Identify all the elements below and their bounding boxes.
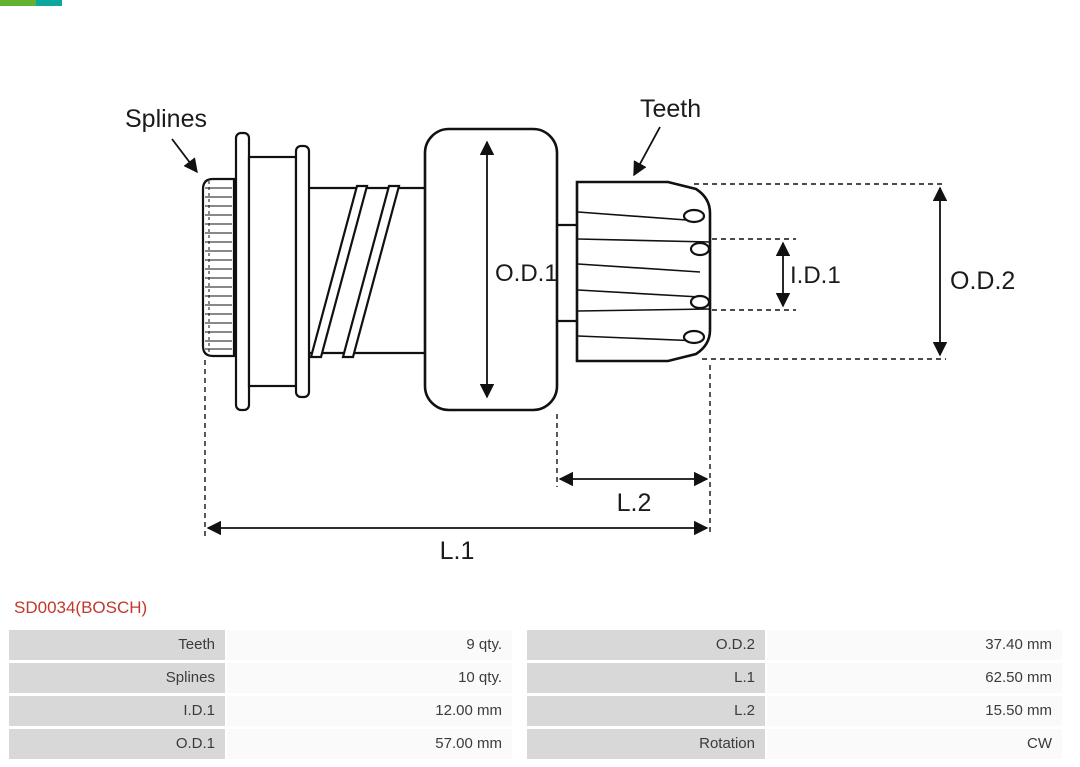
part-number-title: SD0034(BOSCH) — [14, 598, 148, 617]
flange-disc-1 — [234, 131, 251, 412]
spec-row: Splines 10 qty. L.1 62.50 mm — [9, 663, 1062, 693]
spec-value-cell: 9 qty. — [227, 630, 512, 660]
spec-label-cell: I.D.1 — [9, 696, 225, 726]
spec-value-cell: 37.40 mm — [767, 630, 1062, 660]
spec-value-cell: 10 qty. — [227, 663, 512, 693]
splines-arrow — [171, 138, 198, 174]
corner-logo-fragment — [0, 0, 62, 6]
spec-value-cell: 62.50 mm — [767, 663, 1062, 693]
dim-id1: I.D.1 — [712, 238, 841, 311]
spec-value-cell: 57.00 mm — [227, 729, 512, 759]
spec-label-cell: L.2 — [527, 696, 765, 726]
teeth-callout: Teeth — [633, 95, 701, 177]
dim-od2: O.D.2 — [694, 183, 1015, 360]
od2-label: O.D.2 — [950, 267, 1015, 295]
spec-label-cell: Rotation — [527, 729, 765, 759]
tooth-tip-1 — [682, 208, 706, 224]
od1-label: O.D.1 — [495, 260, 558, 287]
table-gap — [514, 663, 525, 693]
l2-label: L.2 — [617, 489, 652, 517]
spring-coil-2 — [341, 184, 401, 359]
teeth-label: Teeth — [640, 95, 701, 123]
pinion-gear — [575, 180, 712, 363]
spec-value-cell: 15.50 mm — [767, 696, 1062, 726]
spec-row: O.D.1 57.00 mm Rotation CW — [9, 729, 1062, 759]
spec-label-cell: L.1 — [527, 663, 765, 693]
tooth-tip-2 — [689, 241, 711, 257]
collar-cylinder — [247, 155, 298, 388]
table-gap — [514, 630, 525, 660]
spec-table: Teeth 9 qty. O.D.2 37.40 mm Splines 10 q… — [9, 630, 1062, 759]
tooth-tip-3 — [689, 294, 711, 310]
spring — [309, 184, 426, 359]
spec-label-cell: O.D.2 — [527, 630, 765, 660]
dim-l2: L.2 — [556, 365, 711, 536]
spec-label-cell: Splines — [9, 663, 225, 693]
id1-label: I.D.1 — [790, 262, 841, 289]
splined-shaft-end — [201, 177, 236, 358]
spec-row: Teeth 9 qty. O.D.2 37.40 mm — [9, 630, 1062, 660]
splines-callout: Splines — [125, 105, 207, 174]
spec-value-cell: CW — [767, 729, 1062, 759]
splines-label: Splines — [125, 105, 207, 133]
spec-value-cell: 12.00 mm — [227, 696, 512, 726]
starter-drive-technical-drawing: Splines Teeth O.D.1 — [125, 95, 1015, 565]
shaft-neck — [557, 223, 578, 323]
l1-label: L.1 — [440, 537, 475, 565]
flange-collar — [234, 131, 311, 412]
spec-label-cell: O.D.1 — [9, 729, 225, 759]
spring-coil-1 — [309, 184, 369, 359]
dim-l1: L.1 — [204, 360, 709, 565]
flange-disc-2 — [294, 144, 311, 399]
table-gap — [514, 696, 525, 726]
spec-row: I.D.1 12.00 mm L.2 15.50 mm — [9, 696, 1062, 726]
dim-od1: O.D.1 — [479, 140, 558, 399]
table-gap — [514, 729, 525, 759]
teeth-arrow — [633, 126, 661, 177]
tooth-tip-4 — [682, 329, 706, 345]
spec-label-cell: Teeth — [9, 630, 225, 660]
